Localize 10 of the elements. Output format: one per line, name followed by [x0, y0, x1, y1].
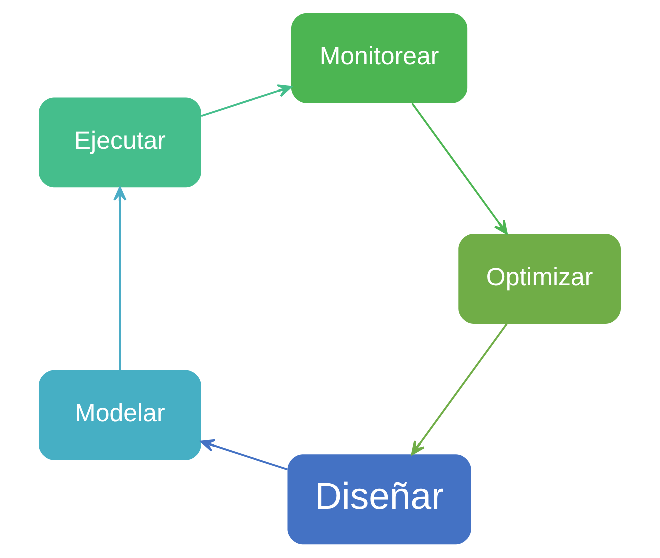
arrow — [411, 324, 508, 456]
node-box: Optimizar — [458, 234, 621, 324]
node-box: Modelar — [39, 370, 202, 460]
node-box: Monitorear — [291, 13, 468, 104]
arrow — [201, 84, 292, 118]
arrow — [114, 186, 127, 370]
node-box: Ejecutar — [39, 98, 202, 188]
node-box: Diseñar — [288, 454, 472, 545]
arrow — [200, 439, 288, 471]
arrow — [412, 103, 508, 235]
